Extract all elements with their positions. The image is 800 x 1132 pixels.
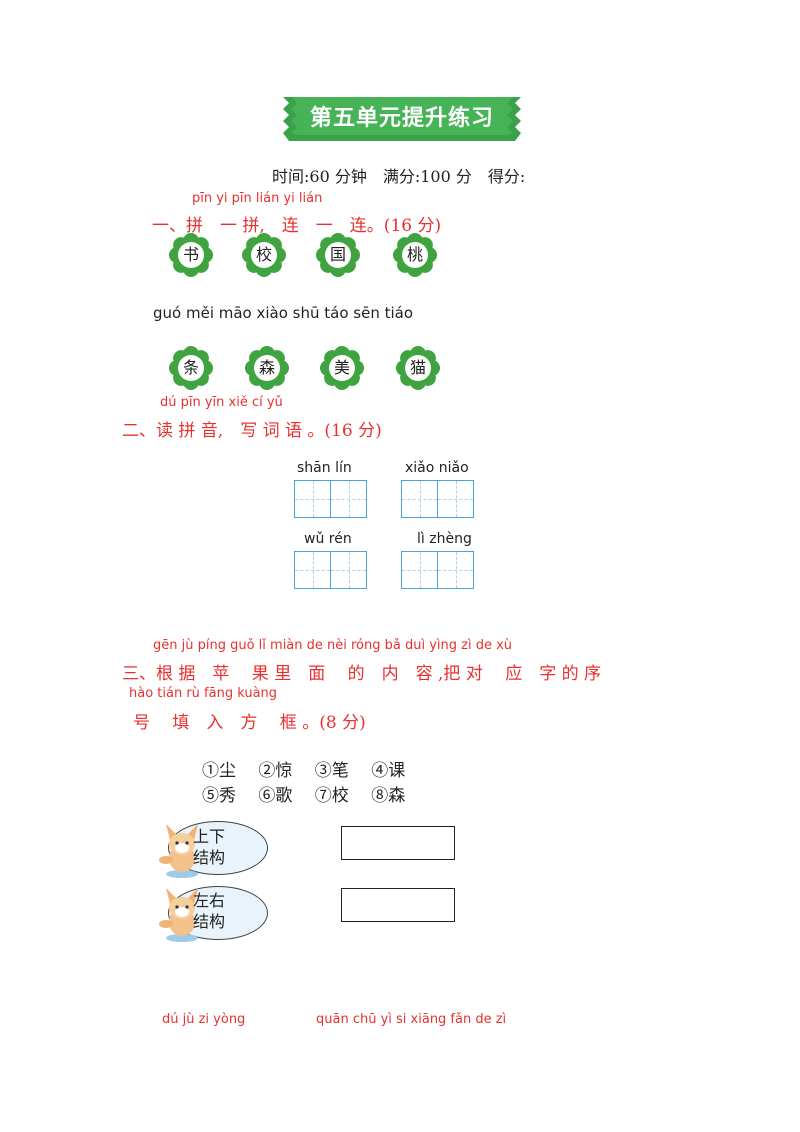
writing-grid-2[interactable] bbox=[401, 480, 477, 518]
answer-box-1[interactable] bbox=[341, 826, 455, 860]
top-flower-1[interactable]: 书 bbox=[169, 233, 213, 277]
bubble-2-line-1: 左右 bbox=[193, 891, 226, 910]
grid-label-4: lì zhèng bbox=[417, 531, 472, 547]
top-char-3: 国 bbox=[329, 245, 346, 264]
writing-grid-4[interactable] bbox=[401, 551, 477, 589]
flower-frame-icon bbox=[320, 346, 364, 390]
bubble-2-line-2: 结构 bbox=[193, 912, 226, 931]
fox-mascot-icon bbox=[159, 888, 198, 942]
fox-mascot-icon bbox=[159, 824, 198, 878]
bottom-flower-1[interactable]: 条 bbox=[169, 346, 213, 390]
options-row-1: ①尘 ②惊 ③笔 ④课 bbox=[202, 761, 406, 781]
grid-label-1: shān lín bbox=[297, 460, 352, 476]
flower-frame-icon bbox=[242, 233, 286, 277]
title-banner: 第五单元提升练习 bbox=[283, 97, 521, 141]
top-char-1: 书 bbox=[182, 245, 199, 264]
options-row-2: ⑤秀 ⑥歌 ⑦校 ⑧森 bbox=[202, 786, 406, 806]
section2-heading: 二、读 拼 音, 写 词 语 。(16 分) bbox=[122, 421, 382, 441]
bottom-char-1: 条 bbox=[182, 358, 199, 377]
flower-frame-icon bbox=[316, 233, 360, 277]
top-char-4: 桃 bbox=[406, 245, 423, 264]
top-flower-3[interactable]: 国 bbox=[316, 233, 360, 277]
bottom-flower-2[interactable]: 森 bbox=[245, 346, 289, 390]
grid-label-2: xiǎo niǎo bbox=[405, 460, 469, 476]
answer-box-2[interactable] bbox=[341, 888, 455, 922]
header-info: 时间:60 分钟 满分:100 分 得分: bbox=[272, 167, 526, 186]
section1-heading: 一、拼 一 拼, 连 一 连。(16 分) bbox=[152, 216, 442, 236]
flower-frame-icon bbox=[245, 346, 289, 390]
bottom-char-2: 森 bbox=[258, 358, 275, 377]
section4-pinyin-b: quān chū yì si xiāng fǎn de zì bbox=[316, 1012, 507, 1027]
top-flower-2[interactable]: 校 bbox=[242, 233, 286, 277]
section3-heading-2: 号 填 入 方 框 。(8 分) bbox=[133, 713, 366, 733]
bottom-flower-3[interactable]: 美 bbox=[320, 346, 364, 390]
section3-heading-1: 三、根 据 苹 果 里 面 的 内 容 ,把 对 应 字 的 序 bbox=[122, 664, 602, 684]
bottom-char-4: 猫 bbox=[409, 358, 426, 377]
section2-pinyin: dú pīn yīn xiě cí yǔ bbox=[160, 395, 283, 410]
top-flower-4[interactable]: 桃 bbox=[393, 233, 437, 277]
section1-pinyin: pīn yi pīn lián yi lián bbox=[192, 191, 323, 206]
flower-frame-icon bbox=[169, 233, 213, 277]
section3-pinyin-1: gēn jù píng guǒ lǐ miàn de nèi róng bǎ d… bbox=[153, 638, 513, 653]
flower-frame-icon bbox=[396, 346, 440, 390]
banner-shape bbox=[283, 97, 521, 141]
section1-pinyin-options: guó měi māo xiào shū táo sēn tiáo bbox=[153, 304, 414, 322]
writing-grid-1[interactable] bbox=[294, 480, 370, 518]
bubble-1-line-2: 结构 bbox=[193, 848, 226, 867]
writing-grid-3[interactable] bbox=[294, 551, 370, 589]
section3-pinyin-2: hào tián rù fāng kuàng bbox=[129, 686, 278, 701]
bottom-char-3: 美 bbox=[333, 358, 350, 377]
flower-frame-icon bbox=[169, 346, 213, 390]
section4-pinyin-a: dú jù zi yòng bbox=[162, 1012, 246, 1027]
grid-label-3: wǔ rén bbox=[304, 531, 352, 547]
page-title: 第五单元提升练习 bbox=[309, 106, 494, 131]
bottom-flower-4[interactable]: 猫 bbox=[396, 346, 440, 390]
bubble-1-line-1: 上下 bbox=[193, 827, 226, 846]
top-char-2: 校 bbox=[255, 245, 272, 264]
flower-frame-icon bbox=[393, 233, 437, 277]
